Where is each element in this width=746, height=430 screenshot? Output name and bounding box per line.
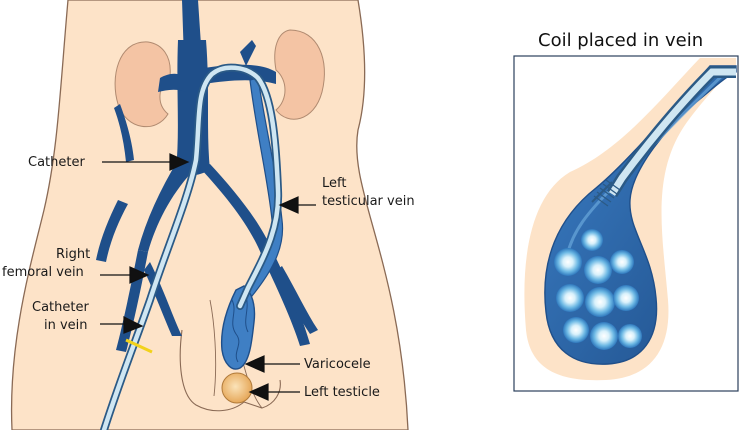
label-right-femoral-vein-2: femoral vein (2, 265, 84, 280)
right-iliac-vein (138, 160, 192, 252)
arrow-varicocele (244, 355, 300, 373)
arrow-left-testicle (248, 383, 300, 401)
coil (584, 256, 612, 284)
label-left-testicular-vein-1: Left (322, 176, 346, 191)
label-catheter-in-vein-1: Catheter (32, 300, 89, 315)
label-left-testicular-vein-2: testicular vein (322, 194, 415, 209)
left-iliac-vein (200, 164, 272, 256)
coil (618, 324, 642, 348)
arrow-left-testicular-vein (278, 196, 316, 214)
scrotum-outline (179, 329, 281, 412)
varicocele-shape (220, 285, 256, 370)
coil-inset: Coil placed in vein (513, 30, 739, 392)
label-right-femoral-vein-1: Right (56, 247, 90, 262)
left-testicle-shape (221, 372, 253, 404)
inset-coils (554, 229, 642, 350)
coil (581, 229, 603, 251)
inset-title: Coil placed in vein (538, 30, 703, 51)
labels: Catheter Left testicular vein Right femo… (2, 155, 415, 400)
catheter-line (100, 63, 283, 430)
arrow-catheter-in-vein (100, 316, 144, 334)
left-kidney (274, 29, 325, 120)
right-kidney (114, 41, 171, 128)
label-varicocele: Varicocele (304, 357, 371, 372)
renal-branch-left (240, 40, 256, 66)
coil (585, 287, 615, 317)
coil (554, 248, 582, 276)
inset-catheter-inner (609, 68, 736, 196)
kidneys (114, 29, 325, 128)
catheter-insertion-marker (125, 338, 153, 354)
coil (556, 284, 584, 312)
arrow-right-femoral-vein (100, 266, 150, 284)
label-left-testicle: Left testicle (304, 385, 380, 400)
right-lower-stub (114, 104, 134, 162)
left-femoral-vein-path (262, 250, 310, 346)
coil (590, 322, 618, 350)
coil (613, 285, 639, 311)
callout-arrows (100, 153, 316, 401)
right-renal-vein (158, 73, 186, 92)
label-catheter: Catheter (28, 155, 85, 170)
arrow-catheter (102, 153, 190, 171)
label-catheter-in-vein-2: in vein (44, 318, 88, 333)
inset-coil-spring (591, 179, 621, 207)
left-groin-branch (274, 266, 318, 334)
coil (610, 250, 634, 274)
catheter-inner (101, 65, 281, 430)
right-groin-branch (96, 200, 128, 262)
coil (563, 317, 589, 343)
